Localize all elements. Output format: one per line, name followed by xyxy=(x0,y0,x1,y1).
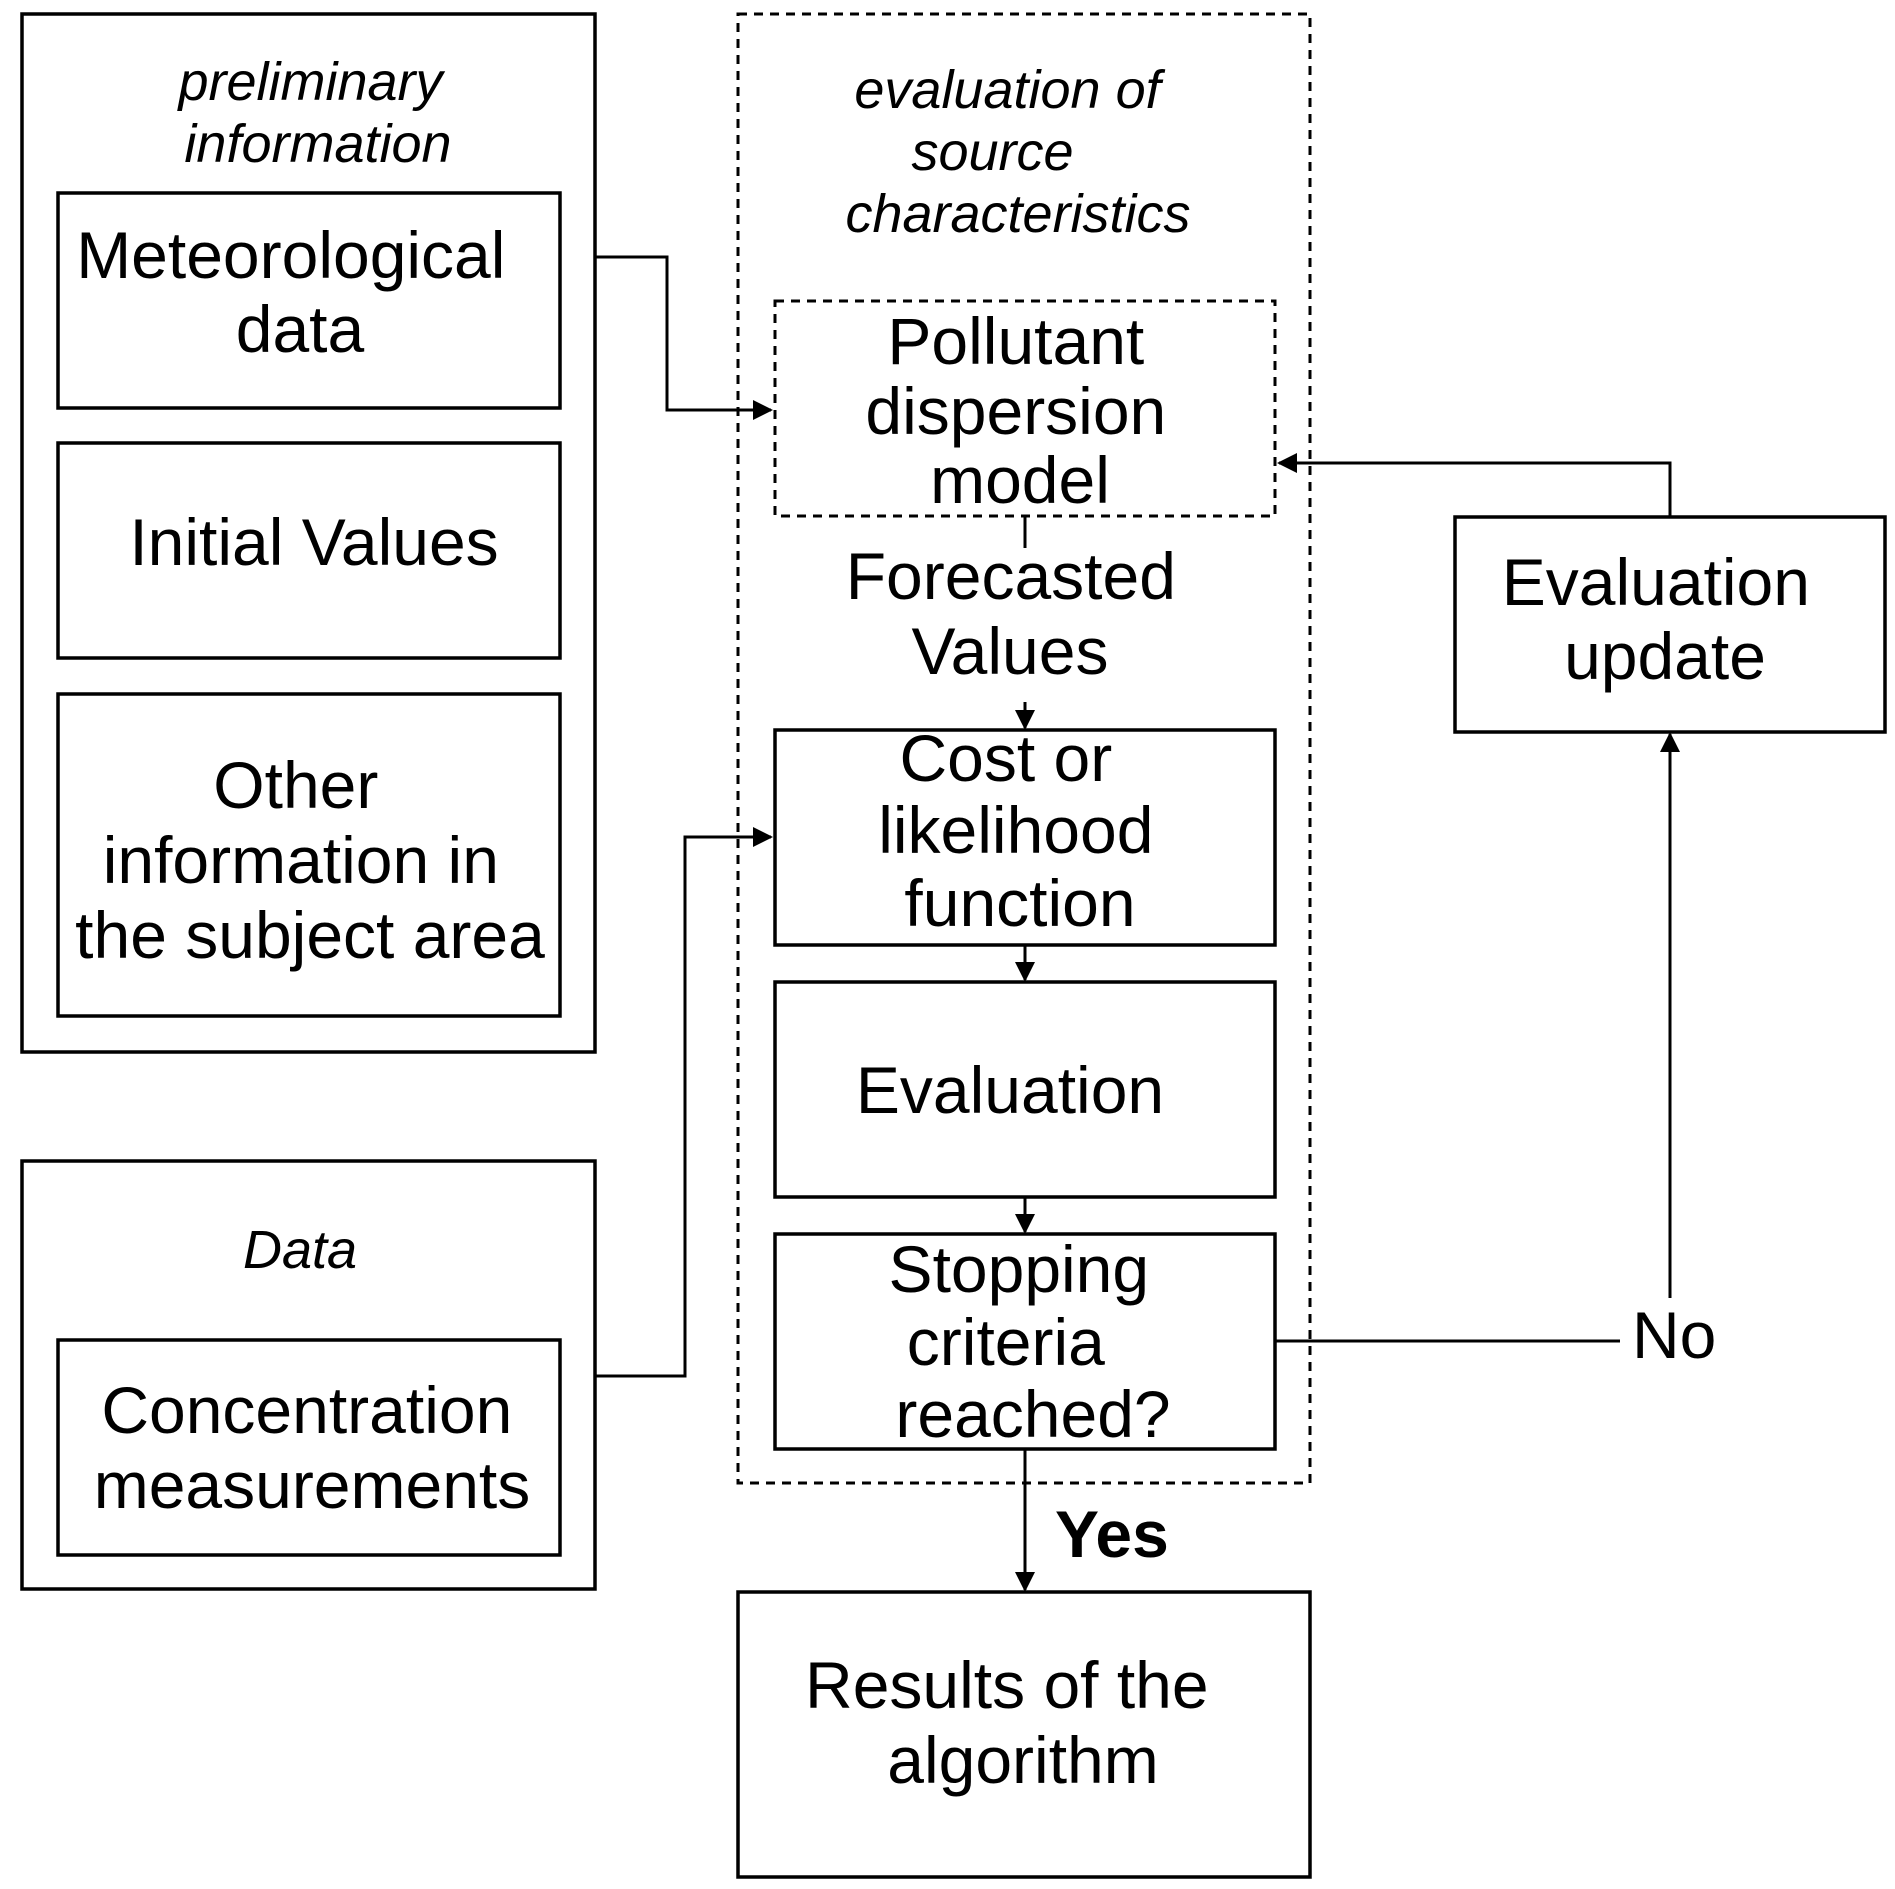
other-information-label: Other information in the subject area xyxy=(75,748,545,972)
results-label: Results of the algorithm xyxy=(805,1648,1227,1797)
initial-values-label: Initial Values xyxy=(129,505,498,579)
concentration-measurements-box xyxy=(56,1338,562,1557)
data-group-title: Data xyxy=(243,1220,357,1280)
no-label: No xyxy=(1632,1298,1716,1372)
meteorological-data-label: Meteorological data xyxy=(76,218,524,366)
concentration-measurements-label: Concentration measurements xyxy=(94,1373,531,1522)
initial-values-box xyxy=(56,441,562,660)
stopping-criteria-label: Stopping criteria reached? xyxy=(889,1232,1171,1451)
evaluation-box xyxy=(773,980,1277,1199)
other-information-box xyxy=(56,692,562,1018)
meteorological-data-box xyxy=(56,191,562,410)
pollutant-dispersion-model-box xyxy=(773,299,1277,518)
update-to-model-arrow xyxy=(1277,453,1672,517)
evaluation-group-title: evaluation of source characteristics xyxy=(845,60,1190,244)
preliminary-information-title: preliminary information xyxy=(176,52,457,174)
cost-or-likelihood-function-box xyxy=(773,728,1277,947)
cost-or-likelihood-function-label: Cost or likelihood function xyxy=(878,721,1172,940)
forecasted-values-label: Forecasted Values xyxy=(846,539,1195,688)
evaluation-update-box xyxy=(1453,515,1887,734)
yes-label: Yes xyxy=(1055,1497,1169,1571)
evaluation-update-label: Evaluation update xyxy=(1502,545,1829,693)
pollutant-dispersion-model-label: Pollutant dispersion model xyxy=(865,304,1184,517)
results-box xyxy=(736,1590,1312,1879)
data-to-cost-arrow xyxy=(595,827,773,1378)
evaluation-label: Evaluation xyxy=(856,1053,1164,1127)
preliminary-to-model-arrow xyxy=(595,255,773,420)
